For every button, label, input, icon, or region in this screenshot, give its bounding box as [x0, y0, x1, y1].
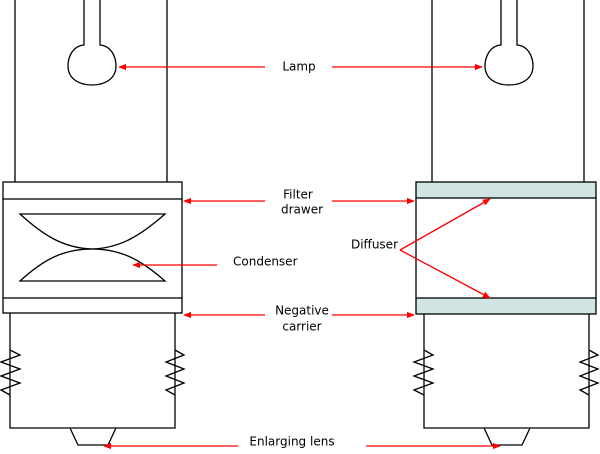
callout-arrows — [103, 63, 501, 450]
condenser-lens-lower — [18, 248, 167, 282]
label-filter-line1: Filter — [283, 188, 313, 202]
filter-drawer-right — [415, 181, 597, 199]
arrow-diffuser-upper — [399, 198, 491, 251]
label-enlarging-lens: Enlarging lens — [249, 435, 334, 449]
lamp-housing-left — [14, 0, 168, 182]
lamp-bulb-right — [484, 0, 534, 86]
negative-carrier-right — [415, 297, 597, 315]
spring-left-a — [0, 349, 22, 396]
labels: Lamp Filter drawer Condenser Diffuser Ne… — [233, 60, 398, 449]
spring-right-b — [578, 349, 600, 396]
diffuser-chamber — [415, 198, 597, 298]
bellows-right — [423, 314, 590, 429]
label-negative-line2: carrier — [282, 320, 321, 334]
condenser-enlarger — [0, 0, 186, 446]
spring-right-a — [412, 349, 435, 396]
spring-left-b — [164, 349, 186, 396]
label-diffuser: Diffuser — [351, 238, 398, 252]
label-condenser: Condenser — [233, 255, 298, 269]
lamp-housing-right — [431, 0, 585, 182]
negative-carrier-left — [2, 297, 183, 314]
condenser-chamber — [2, 199, 183, 298]
lamp-bulb-left — [67, 0, 117, 86]
condenser-lens-upper — [18, 213, 167, 250]
label-filter-line2: drawer — [281, 203, 323, 217]
label-negative-line1: Negative — [275, 304, 329, 318]
bellows-left — [9, 313, 176, 429]
enlarging-lens-right — [483, 427, 531, 446]
diffuser-enlarger — [412, 0, 600, 446]
arrow-diffuser-lower — [399, 249, 491, 299]
enlarging-lens-left — [69, 427, 117, 446]
filter-drawer-left — [2, 181, 183, 200]
label-lamp: Lamp — [282, 60, 315, 74]
